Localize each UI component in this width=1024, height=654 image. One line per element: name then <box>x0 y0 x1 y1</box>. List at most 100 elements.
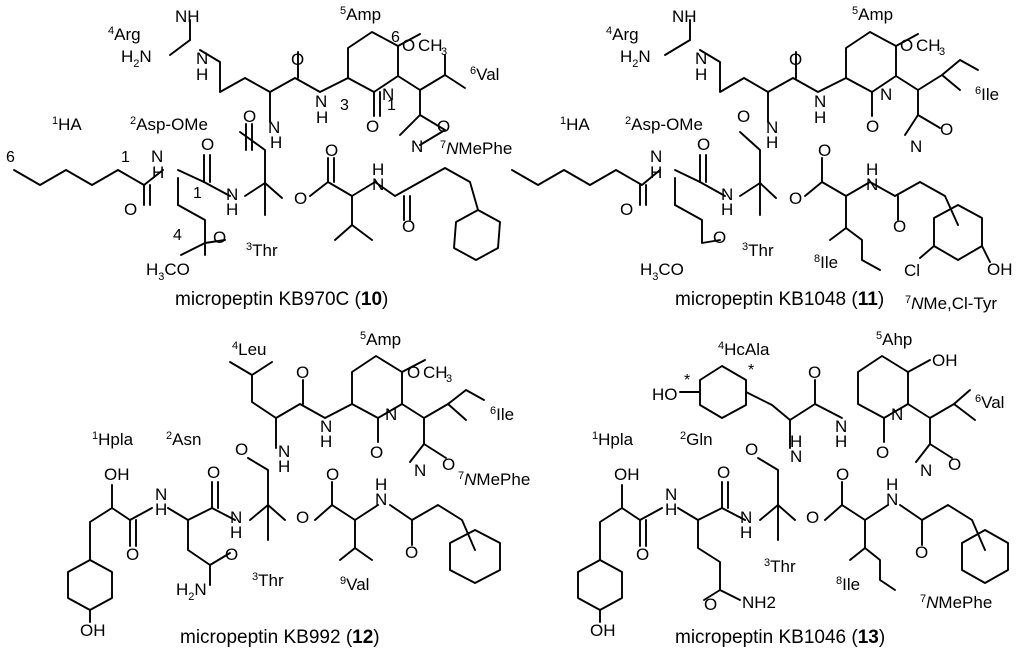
svg-text:O: O <box>291 50 304 69</box>
svg-text:H: H <box>372 160 384 179</box>
kb1046-residue-labels: 4HcAla 5Ahp 6Val 1Hpla 2Gln 3Thr 8Ile 7N… <box>592 330 1004 612</box>
svg-text:N: N <box>226 185 238 204</box>
svg-text:NH2: NH2 <box>742 593 776 612</box>
kb970c-residue-arg: 4Arg <box>108 25 141 44</box>
svg-text:H: H <box>790 432 802 451</box>
kb1048-residue-arg: 4Arg <box>606 25 639 44</box>
kb992-residue-hpla: 1Hpla <box>92 430 134 449</box>
svg-text:O: O <box>325 141 338 160</box>
svg-text:O: O <box>915 543 928 562</box>
svg-text:O: O <box>876 443 889 462</box>
svg-text:O: O <box>806 508 819 527</box>
kb970c-caption: micropeptin KB970C (10) <box>175 289 388 310</box>
svg-text:O: O <box>294 189 307 208</box>
svg-text:O: O <box>948 455 961 474</box>
svg-text:O: O <box>225 545 238 564</box>
svg-text:O: O <box>789 50 802 69</box>
svg-text:H: H <box>375 475 387 494</box>
kb1046-atom-labels: OH OH O N H O N H O NH2 O N H O O N H O … <box>590 351 961 640</box>
svg-text:1: 1 <box>121 149 130 166</box>
svg-text:*: * <box>684 372 690 389</box>
kb992-bonds <box>67 355 501 623</box>
kb1048-residue-ile8: 8Ile <box>814 253 838 272</box>
svg-text:O: O <box>402 36 415 55</box>
svg-text:CH: CH <box>916 36 941 55</box>
svg-text:NH: NH <box>175 7 200 26</box>
svg-text:H: H <box>230 523 242 542</box>
svg-text:CH: CH <box>423 363 448 382</box>
svg-text:H: H <box>320 432 332 451</box>
kb970c-residue-mephe: 7NMePhe <box>440 139 512 158</box>
kb970c-residue-val6: 6Val <box>470 65 499 84</box>
svg-text:N: N <box>155 485 167 504</box>
svg-text:N: N <box>880 85 892 104</box>
svg-text:N: N <box>196 49 208 68</box>
svg-text:N: N <box>695 49 707 68</box>
kb970c-atom-labels: NH H2N N H N H O N H O CH 3 O N O N N H … <box>121 7 450 283</box>
svg-text:N: N <box>411 137 423 156</box>
svg-text:H: H <box>721 200 733 219</box>
svg-text:H2N: H2N <box>620 47 651 70</box>
svg-text:O: O <box>370 443 383 462</box>
kb992-residue-labels: 4Leu 5Amp 6Ile 1Hpla 2Asn 3Thr 9Val 7NMe… <box>92 330 530 594</box>
svg-text:H: H <box>695 65 707 84</box>
svg-text:H: H <box>316 108 328 127</box>
svg-text:O: O <box>407 363 420 382</box>
svg-text:O: O <box>402 217 415 236</box>
kb970c-residue-asp: 2Asp-OMe <box>130 115 208 134</box>
svg-text:N: N <box>740 508 752 527</box>
kb1046-caption: micropeptin KB1046 (13) <box>675 627 885 648</box>
svg-text:N: N <box>230 508 242 527</box>
svg-text:6: 6 <box>391 29 400 46</box>
svg-text:O: O <box>442 455 455 474</box>
svg-text:N: N <box>721 185 733 204</box>
svg-text:H: H <box>665 500 677 519</box>
svg-text:N: N <box>766 118 778 137</box>
svg-text:O: O <box>366 117 379 136</box>
svg-text:H: H <box>886 475 898 494</box>
svg-text:H: H <box>270 133 282 152</box>
svg-text:6: 6 <box>6 149 15 166</box>
svg-text:N: N <box>382 85 394 104</box>
svg-text:OH: OH <box>80 621 106 640</box>
svg-text:N: N <box>268 118 280 137</box>
svg-text:N: N <box>814 92 826 111</box>
svg-text:H: H <box>152 163 164 182</box>
svg-text:O: O <box>697 135 710 154</box>
svg-text:O: O <box>789 189 802 208</box>
svg-text:O: O <box>737 107 750 126</box>
svg-text:*: * <box>748 362 754 379</box>
kb1046-residue-hcala: 4HcAla <box>718 340 770 359</box>
svg-text:N: N <box>315 92 327 111</box>
svg-text:O: O <box>243 107 256 126</box>
svg-text:N: N <box>375 490 387 509</box>
kb992-residue-val9: 9Val <box>340 575 369 594</box>
svg-text:1: 1 <box>193 185 202 202</box>
svg-text:NH: NH <box>672 7 697 26</box>
svg-text:OH: OH <box>987 260 1013 279</box>
svg-text:OH: OH <box>590 621 616 640</box>
kb970c-position-numbers: 6 1 1 4 3 6 1 <box>6 29 400 244</box>
kb970c-bonds <box>13 19 501 261</box>
kb1046-residue-val6: 6Val <box>975 393 1004 412</box>
kb1046-residue-hpla: 1Hpla <box>592 430 634 449</box>
svg-text:O: O <box>213 228 226 247</box>
kb992-residue-ile6: 6Ile <box>490 405 514 424</box>
svg-text:N: N <box>866 175 878 194</box>
svg-text:H3CO: H3CO <box>146 260 190 283</box>
svg-text:H: H <box>766 133 778 152</box>
kb970c-residue-ha: 1HA <box>52 115 82 134</box>
kb1048-residue-mecltyr: 7NMe,Cl-Tyr <box>905 294 997 313</box>
kb1046-residue-ile8: 8Ile <box>836 575 860 594</box>
svg-text:O: O <box>836 465 849 484</box>
svg-text:N: N <box>320 417 332 436</box>
kb970c-residue-labels: 4Arg 5Amp 6Val 1HA 2Asp-OMe 3Thr 7NMePhe <box>52 5 512 260</box>
svg-text:O: O <box>745 440 758 459</box>
kb1048-caption: micropeptin KB1048 (11) <box>675 289 884 310</box>
svg-text:OH: OH <box>104 465 130 484</box>
kb1048-residue-amp: 5Amp <box>852 5 893 24</box>
svg-text:O: O <box>326 465 339 484</box>
svg-text:N: N <box>385 405 397 424</box>
structure-kb992: OH OH O N H O N H O H2N O N H O O N H O … <box>67 330 530 648</box>
